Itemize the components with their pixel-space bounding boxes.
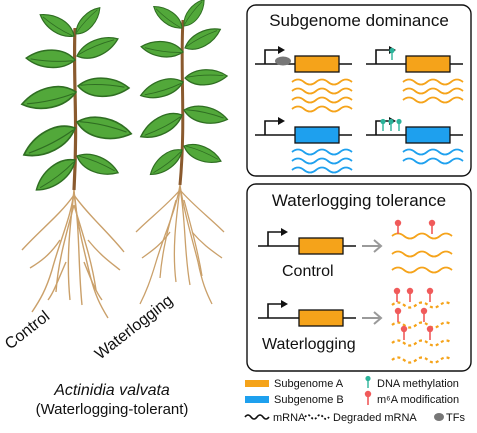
plant-label-control: Control xyxy=(2,308,53,353)
legend-label-subgenome-b: Subgenome B xyxy=(274,394,344,406)
mrna-wave-icon xyxy=(391,232,453,274)
tf-blob-icon xyxy=(434,413,444,421)
degraded-mrna-icon xyxy=(304,414,330,420)
legend: Subgenome A DNA methylation Subgenome B … xyxy=(244,375,465,424)
gene-box-icon xyxy=(298,309,344,327)
legend-label-tfs: TFs xyxy=(446,412,465,424)
plant-label-waterlogging: Waterlogging xyxy=(92,292,176,363)
panel-title-dominance: Subgenome dominance xyxy=(269,11,449,30)
gene-b-right xyxy=(366,117,464,165)
gene-a-left xyxy=(255,46,353,113)
panel-title-tolerance: Waterlogging tolerance xyxy=(272,191,446,210)
legend-label-mrna: mRNA xyxy=(273,412,306,424)
mrna-wave-icon xyxy=(291,148,353,174)
species-name: Actinidia valvata xyxy=(53,382,170,399)
condition-label-control: Control xyxy=(282,263,334,280)
gray-arrow-icon xyxy=(362,239,383,253)
gene-waterlogging: Waterlogging xyxy=(258,286,453,364)
gene-box-icon xyxy=(298,237,344,255)
gene-control: Control xyxy=(258,219,453,280)
gene-a-right xyxy=(366,46,464,104)
mrna-wave-icon xyxy=(402,148,464,165)
panel-waterlogging-tolerance: Waterlogging tolerance Control xyxy=(246,183,472,372)
panel-subgenome-dominance: Subgenome dominance xyxy=(246,4,472,177)
mrna-wave-icon xyxy=(244,414,270,420)
mrna-wave-icon xyxy=(291,78,353,113)
gene-box-icon xyxy=(294,55,340,73)
gene-box-icon xyxy=(405,126,451,144)
degraded-mrna-icon xyxy=(391,301,453,364)
waterlogging-plant xyxy=(135,0,230,305)
condition-label-waterlogging: Waterlogging xyxy=(262,336,356,353)
legend-label-dna-methylation: DNA methylation xyxy=(377,378,459,390)
species-note: (Waterlogging-tolerant) xyxy=(36,401,189,418)
control-plant xyxy=(17,4,135,319)
legend-label-degraded-mrna: Degraded mRNA xyxy=(333,412,417,424)
mrna-wave-icon xyxy=(402,78,464,104)
legend-swatch-subgenome-b xyxy=(245,396,269,403)
methylation-pin-icon xyxy=(364,375,372,389)
legend-label-m6a: m⁶A modification xyxy=(377,394,459,406)
gene-box-icon xyxy=(294,126,340,144)
legend-label-subgenome-a: Subgenome A xyxy=(274,378,344,390)
gray-arrow-icon xyxy=(362,311,383,325)
gene-b-left xyxy=(255,117,353,174)
legend-swatch-subgenome-a xyxy=(245,380,269,387)
gene-box-icon xyxy=(405,55,451,73)
tf-blob-icon xyxy=(275,56,291,66)
m6a-pin-icon xyxy=(363,389,373,406)
